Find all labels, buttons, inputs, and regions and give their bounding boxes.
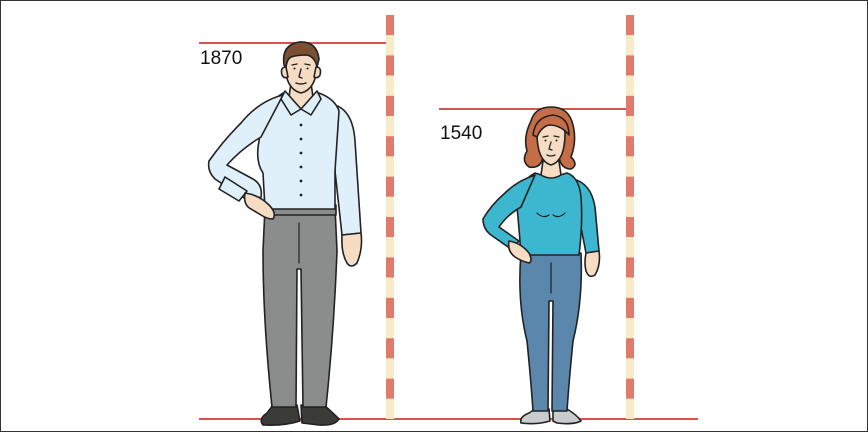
ruler-segment (386, 116, 394, 136)
ruler-segment (386, 338, 394, 358)
ruler-segment (386, 96, 394, 116)
man-left-ear (282, 67, 289, 78)
ruler-segment (386, 257, 394, 277)
ruler-segment (626, 116, 634, 136)
ruler-segment (386, 318, 394, 338)
ruler-segment (626, 76, 634, 96)
ruler-segment (626, 318, 634, 338)
ruler-segment (626, 217, 634, 237)
ruler-segment (626, 338, 634, 358)
man-trousers (263, 207, 337, 407)
ruler-segment (626, 278, 634, 298)
ruler-segment (626, 177, 634, 197)
ruler-segment (626, 35, 634, 55)
ruler-segment (626, 96, 634, 116)
ruler-segment (626, 156, 634, 176)
ruler-segment (386, 237, 394, 257)
ruler-segment (626, 298, 634, 318)
ruler-segment (386, 399, 394, 419)
ruler-segment (626, 237, 634, 257)
ruler-segment (626, 197, 634, 217)
ruler-segment (626, 136, 634, 156)
ruler-segment (386, 379, 394, 399)
woman-height-label: 1540 (440, 124, 482, 143)
woman-figure-icon (483, 107, 600, 424)
man-left-shoe (261, 405, 300, 425)
ruler-segment (386, 217, 394, 237)
ruler-segment (386, 156, 394, 176)
ruler-segment (626, 399, 634, 419)
ruler-segment (626, 379, 634, 399)
ruler-segment (386, 136, 394, 156)
ruler-segment (626, 257, 634, 277)
ruler-segment (386, 298, 394, 318)
man-figure-icon (209, 42, 362, 425)
ruler-segment (386, 278, 394, 298)
man-right-hand (342, 233, 362, 266)
ruler-segment (386, 35, 394, 55)
man-right-ear (314, 67, 321, 78)
ruler-segment (386, 15, 394, 35)
ruler-left (386, 15, 394, 419)
ruler-segment (386, 358, 394, 378)
woman-right-hand (585, 251, 600, 276)
ruler-segment (626, 55, 634, 75)
man-height-label: 1870 (200, 49, 242, 68)
ruler-segment (386, 177, 394, 197)
ruler-right (626, 15, 634, 419)
ruler-segment (386, 76, 394, 96)
ruler-segment (386, 197, 394, 217)
ruler-segment (626, 358, 634, 378)
ruler-segment (626, 15, 634, 35)
ruler-segment (386, 55, 394, 75)
man-right-shoe (301, 405, 339, 425)
